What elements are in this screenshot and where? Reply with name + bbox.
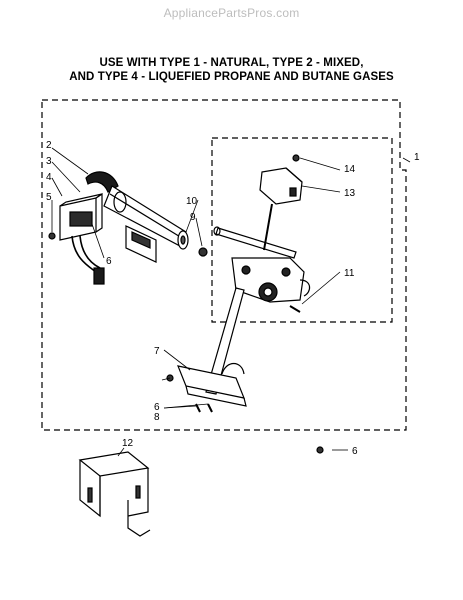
gas-valve — [231, 257, 311, 303]
valve-coil — [259, 167, 303, 251]
manifold-pipe — [213, 226, 297, 259]
valve-assembly-boundary — [211, 137, 393, 323]
callout-7: 7 — [154, 346, 160, 357]
mounting-plate — [125, 225, 157, 263]
title-line-1: USE WITH TYPE 1 - NATURAL, TYPE 2 - MIXE… — [99, 57, 364, 69]
igniter-bracket — [59, 192, 103, 241]
mounting-bracket — [78, 451, 151, 537]
leader-lines — [51, 147, 411, 457]
burner-tube — [85, 171, 189, 250]
callout-2: 2 — [46, 140, 52, 151]
screw-11 — [289, 305, 301, 313]
screw-14 — [292, 154, 300, 162]
outer-assembly-boundary — [41, 99, 407, 431]
callout-11: 11 — [344, 268, 355, 279]
callout-3: 3 — [46, 156, 52, 167]
igniter-wire — [71, 235, 105, 285]
callout-4: 4 — [46, 172, 52, 183]
callout-6a: 6 — [106, 256, 112, 267]
screw-6c — [316, 446, 324, 454]
callout-1: 1 — [414, 152, 420, 163]
callout-6b: 6 — [154, 402, 160, 413]
callout-14: 14 — [344, 164, 356, 175]
callout-10: 10 — [186, 196, 198, 207]
callout-5: 5 — [46, 192, 52, 203]
callout-13: 13 — [344, 188, 356, 199]
screw-5 — [48, 232, 56, 240]
gas-supply-tube — [205, 287, 245, 395]
valve-bracket — [177, 362, 247, 407]
title-line-2: AND TYPE 4 - LIQUEFIED PROPANE AND BUTAN… — [69, 71, 394, 83]
orifice — [198, 247, 208, 257]
watermark: AppliancePartsPros.com — [163, 6, 300, 20]
callout-12: 12 — [122, 438, 134, 449]
callout-8: 8 — [154, 412, 160, 423]
callout-9: 9 — [190, 212, 196, 223]
diagram-title: USE WITH TYPE 1 - NATURAL, TYPE 2 - MIXE… — [0, 56, 463, 84]
callout-labels: 1 2 3 4 5 6 10 9 14 13 11 7 6 8 6 12 — [46, 140, 420, 457]
callout-6c: 6 — [352, 446, 358, 457]
